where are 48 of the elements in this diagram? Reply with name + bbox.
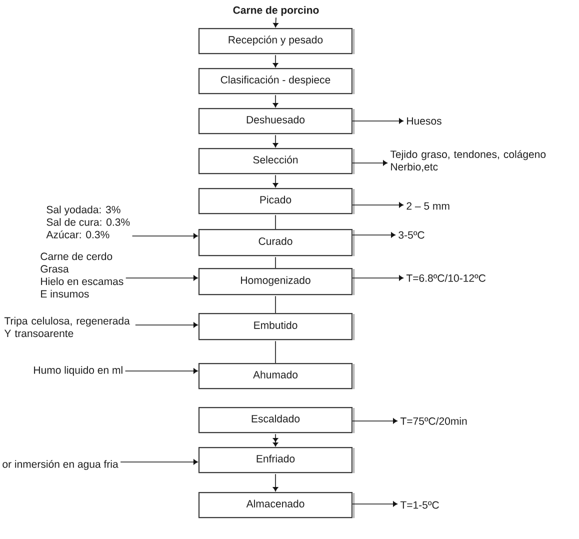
arrow: [352, 202, 404, 208]
process-box: Homogenizado: [198, 268, 354, 296]
arrow: [352, 160, 388, 166]
input-note: Humo liquido en ml: [34, 366, 122, 376]
process-box: Selección: [198, 148, 354, 175]
output-note: T=75ºC/20min: [400, 417, 467, 425]
arrow: [120, 459, 198, 465]
process-box: Deshuesado: [198, 108, 354, 135]
input-note: or inmersión en agua fria: [2, 460, 118, 470]
arrow: [272, 94, 278, 108]
input-note: Sal yodada: 3% Sal de cura: 0.3% Azúcar: 0.3%: [46, 206, 130, 238]
process-box: Enfriado: [198, 446, 354, 474]
process-box: Ahumado: [198, 362, 354, 390]
output-note: Tejido graso, tendones, colágeno Nerbio,etc: [390, 150, 546, 172]
arrow: [352, 232, 396, 238]
arrow: [272, 54, 278, 68]
process-box: Embutido: [198, 312, 354, 341]
process-box: Curado: [198, 228, 354, 257]
connector-line: [275, 340, 276, 364]
output-note: 2 – 5 mm: [406, 202, 450, 210]
arrow: [272, 134, 278, 148]
process-box: Almacenado: [198, 492, 354, 519]
start-label: Carne de porcino: [233, 6, 319, 16]
input-note: Tripa celulosa, regenerada Y transoarente: [4, 316, 130, 338]
process-box: Recepción y pesado: [198, 28, 354, 55]
connector-line: [275, 296, 276, 314]
process-box: Clasificación - despiece: [198, 68, 354, 95]
process-box: Picado: [198, 188, 354, 215]
arrow: [124, 368, 198, 374]
connector-line: [275, 214, 276, 230]
arrow: [132, 233, 198, 239]
output-note: T=6.8ºC/10-12ºC: [406, 274, 486, 282]
arrow: [352, 501, 398, 507]
output-note: 3-5ºC: [398, 231, 424, 239]
arrow: [352, 275, 404, 281]
arrow: [272, 474, 278, 492]
arrow: [135, 322, 198, 328]
arrow: [272, 434, 278, 446]
input-note: Carne de cerdo Grasa Hielo en escamas E insumos: [40, 252, 124, 298]
output-note: Huesos: [407, 117, 442, 125]
connector-line: [275, 256, 276, 268]
arrow: [272, 174, 278, 188]
process-box: Escaldado: [198, 406, 354, 434]
arrow: [125, 275, 198, 281]
arrow: [273, 17, 278, 28]
arrow: [352, 418, 398, 424]
arrow: [352, 118, 404, 124]
output-note: T=1-5ºC: [400, 501, 439, 509]
